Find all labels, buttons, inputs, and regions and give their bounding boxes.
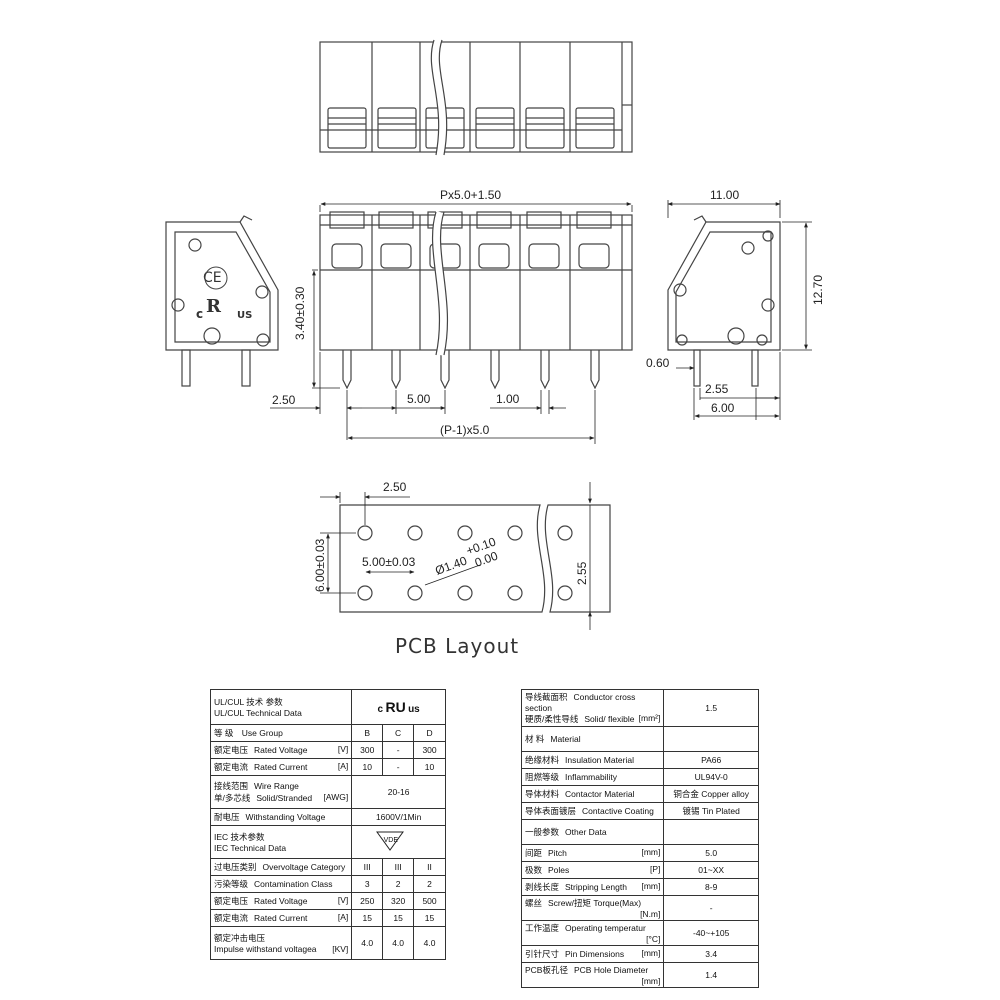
withstand-value: 1600V/1Min [351, 808, 446, 826]
certification-marks: CE c R US [196, 266, 252, 321]
left-side-view [165, 215, 279, 387]
vde-mark: VDE [351, 825, 446, 859]
table-row: IEC 技术参数 IEC Technical Data VDE [209, 825, 446, 859]
dim-pitch-total: (P-1)x5.0 [440, 423, 490, 437]
ul-c-mark: c [196, 307, 203, 321]
dim-offset-left: 2.50 [272, 393, 296, 407]
ul-header-zh: UL/CUL 技术 参数 [214, 697, 283, 707]
dim-pcb-pitch: 5.00±0.03 [362, 555, 416, 569]
dim-overall-width: Px5.0+1.50 [440, 188, 501, 202]
ul-logo: c RU us [351, 689, 446, 725]
cross-section-value: 1.5 [663, 689, 759, 727]
dim-side-width: 11.00 [710, 188, 739, 202]
pcb-layout-title: PCB Layout [395, 634, 520, 658]
ul-us-mark: US [237, 310, 252, 321]
wire-range-value: 20-16 [351, 775, 446, 809]
right-side-view [667, 215, 781, 387]
dim-pcb-row-spacing: 6.00±0.03 [313, 538, 327, 592]
technical-drawing: CE c R US Px5.0+1.50 11.00 12.70 3.40±0.… [165, 38, 825, 630]
ul-header-en: UL/CUL Technical Data [214, 708, 302, 718]
pcb-layout-view [339, 504, 611, 613]
dim-pcb-hole-diameter: Ø1.40 [433, 553, 469, 577]
dim-pcb-right: 2.55 [575, 561, 589, 585]
table-row: UL/CUL 技术 参数 UL/CUL Technical Data c RU … [209, 689, 446, 725]
dim-pin-offset-a: 2.55 [705, 382, 729, 396]
ce-mark: CE [203, 270, 222, 286]
top-view [319, 38, 633, 156]
table-row: 等 级 Use Group B C D [209, 724, 446, 742]
dim-pin-width: 1.00 [496, 392, 520, 406]
table-row: 额定冲击电压 Impulse withstand voltagea[KV] 4.… [209, 926, 446, 960]
dim-pcb-top: 2.50 [383, 480, 407, 494]
dim-pitch: 5.00 [407, 392, 431, 406]
dim-height: 12.70 [811, 275, 825, 305]
dim-pin-height: 3.40±0.30 [293, 286, 307, 340]
front-view [319, 210, 633, 390]
dim-pin-thickness: 0.60 [646, 356, 670, 370]
dim-pin-offset-b: 6.00 [711, 401, 735, 415]
ul-mark: R [206, 296, 222, 317]
ul-iec-spec-table: UL/CUL 技术 参数 UL/CUL Technical Data c RU … [209, 689, 446, 960]
